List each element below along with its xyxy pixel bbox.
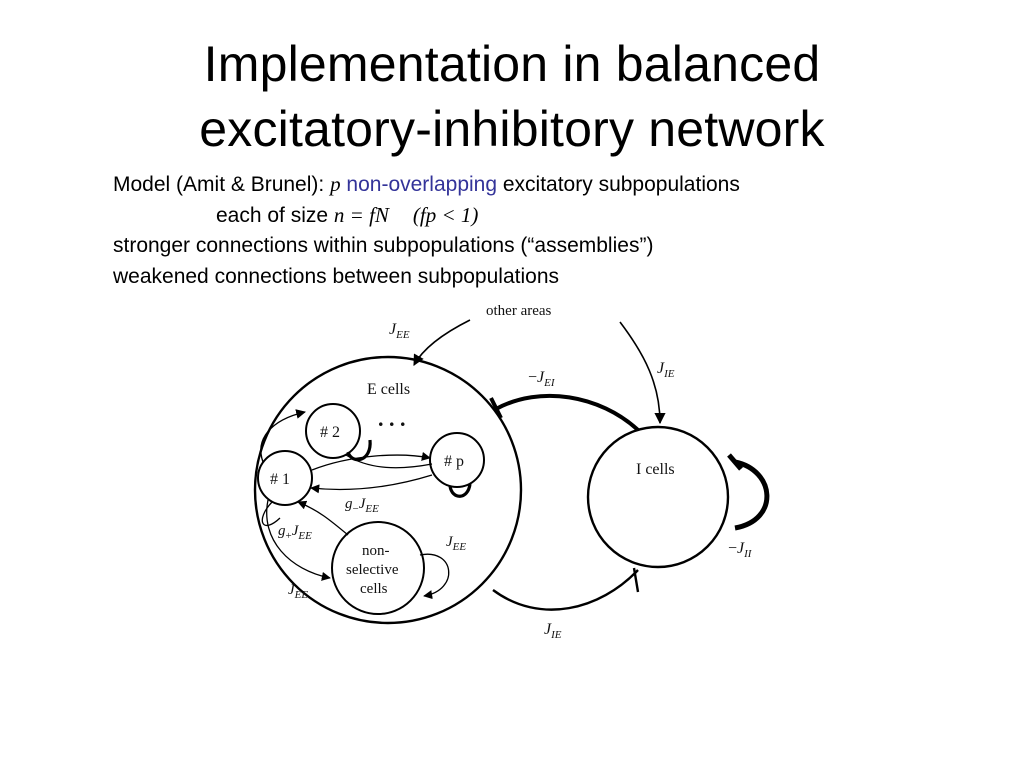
j-ee-to-nonselective-label: JEE: [288, 582, 308, 601]
other-areas-label: other areas: [486, 303, 552, 319]
g-plus-j-ee-label: g+JEE: [278, 523, 312, 542]
pop-1-to-pop-p-arrow: [311, 451, 431, 471]
non-overlapping-highlight: non-overlapping: [346, 173, 498, 196]
e-to-i-arrowhead: [632, 567, 640, 593]
i-to-e-inhibitory-bar: [489, 397, 503, 419]
pop-2-self-loop: [346, 439, 372, 462]
variable-p: p: [330, 172, 341, 196]
nonselective-label-3: cells: [360, 581, 388, 597]
i-self-loop-bar: [727, 453, 743, 471]
pop-2-circle: [305, 403, 361, 459]
pop-p-label: # p: [444, 453, 464, 470]
j-ie-bottom-label: JIE: [544, 621, 562, 641]
pop-1-to-nonselective-arrow: [266, 499, 331, 581]
g-minus-j-ee-label: g−JEE: [345, 496, 379, 515]
nonselective-label-1: non-: [362, 543, 390, 559]
model-suffix: excitatory subpopulations: [497, 173, 740, 196]
size-formula: n = fN: [333, 203, 389, 227]
j-ee-external-label: JEE: [389, 321, 410, 341]
i-cells-circle: [586, 425, 730, 569]
slide-title-line-2: excitatory-inhibitory network: [199, 101, 825, 157]
body-line-model: Model (Amit & Brunel): p non-overlapping…: [113, 171, 740, 198]
pop-1-self-loop: [260, 409, 306, 463]
pop-1-gplus-loop: [261, 501, 281, 527]
i-self-loop: [734, 459, 770, 531]
pop-2-label: # 2: [320, 424, 340, 441]
nonselective-label-2: selective: [346, 562, 399, 578]
nonselective-circle: [331, 521, 425, 615]
model-prefix: Model (Amit & Brunel):: [113, 173, 331, 196]
external-to-e-arrow: [413, 319, 471, 366]
i-to-e-inhibitory-arc: [495, 393, 640, 432]
slide-title-line-1: Implementation in balanced: [203, 36, 821, 92]
pop-p-to-pop-1-arrow: [310, 474, 433, 494]
size-condition: (fp < 1): [412, 203, 479, 227]
e-cells-circle: [253, 355, 523, 625]
j-ie-external-label: JIE: [657, 360, 675, 380]
j-ei-label: −JEI: [528, 369, 556, 389]
body-line-weakened: weakened connections between subpopulati…: [113, 265, 559, 288]
pop-p-self-loop: [448, 483, 472, 498]
pop-2-to-pop-p-arrow: [345, 454, 433, 469]
j-ii-label: −JII: [728, 540, 753, 560]
pop-1-circle: [257, 450, 313, 506]
body-line-size: each of size n = fN (fp < 1): [216, 202, 478, 229]
e-to-i-arc: [492, 569, 639, 611]
i-cells-label: I cells: [636, 461, 675, 478]
ellipsis-label: . . .: [378, 406, 406, 431]
pop-1-label: # 1: [270, 471, 290, 488]
nonselective-self-loop: [419, 553, 450, 600]
size-prefix: each of size: [216, 204, 334, 227]
j-ee-nonselective-self-label: JEE: [446, 534, 466, 553]
external-to-i-arrow: [619, 321, 666, 425]
body-line-stronger: stronger connections within subpopulatio…: [113, 234, 654, 257]
nonselective-to-pop-1-arrow: [297, 500, 349, 536]
e-cells-label: E cells: [367, 381, 410, 398]
